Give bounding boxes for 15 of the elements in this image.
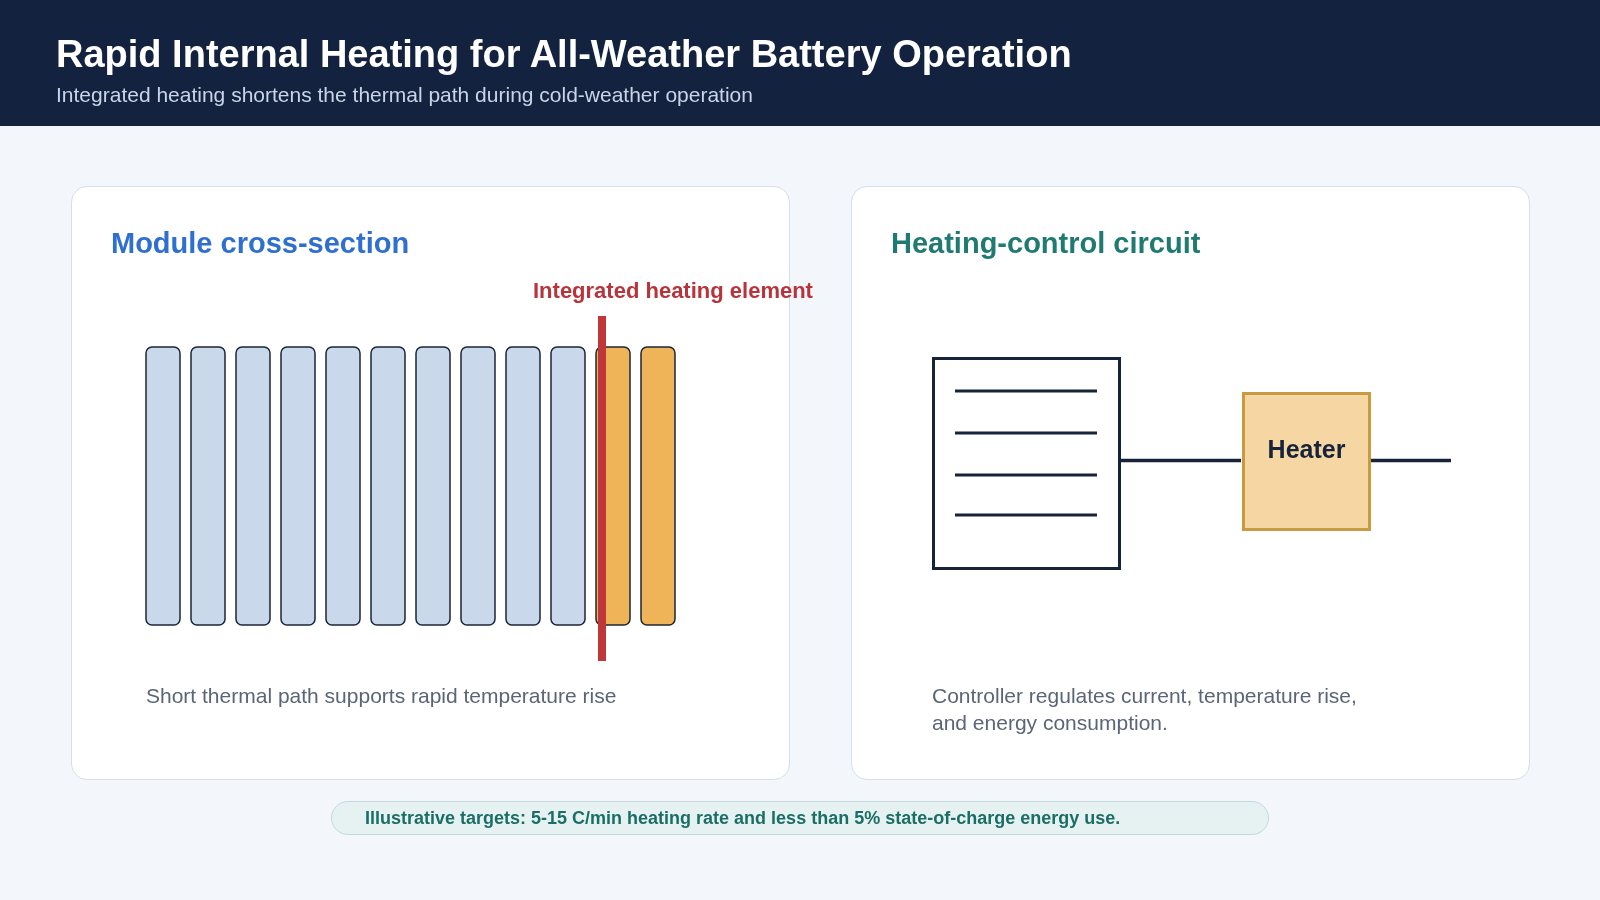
page-subtitle: Integrated heating shortens the thermal path during cold-weather operation [56,82,753,108]
page-title: Rapid Internal Heating for All-Weather Battery Operation [56,32,1072,76]
wire-line [1370,458,1451,463]
heater-label: Heater [1267,433,1346,464]
heater-box [1242,392,1371,531]
panel-caption: Controller regulates current, temperature rise, and energy consumption. [932,683,1358,736]
panel-heading: Heating-control circuit [891,226,1201,260]
wire-line [1120,458,1241,463]
controller-box [932,357,1121,570]
panel-card [851,186,1530,780]
callout-label: Integrated heating element [533,278,813,304]
targets-banner [331,801,1269,835]
panel-caption: Short thermal path supports rapid temperature rise [146,683,618,709]
panel-heading: Module cross-section [111,226,410,260]
targets-text: Illustrative targets: 5-15 C/min heating rate and less than 5% state-of-charge energy use. [365,807,1121,829]
